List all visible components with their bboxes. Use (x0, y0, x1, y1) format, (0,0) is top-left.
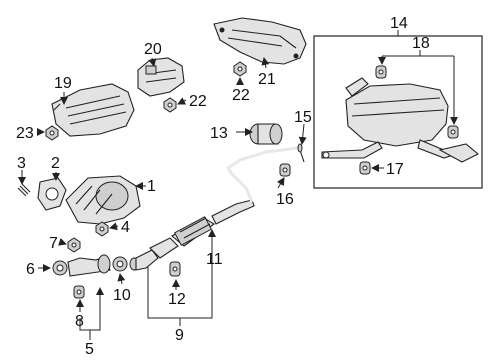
upper-heat-shield (137, 57, 185, 97)
label-4: 4 (121, 219, 130, 236)
catalytic-converter-1 (65, 175, 141, 225)
label-1: 1 (147, 178, 156, 195)
callout-labels: 1 2 3 4 5 6 7 8 9 10 11 12 13 14 15 16 1… (16, 15, 430, 358)
hanger-16-icon (279, 163, 291, 177)
label-9: 9 (175, 327, 184, 344)
catalytic-heat-shield (51, 83, 135, 137)
label-22a: 22 (189, 93, 207, 110)
intermediate-pipe-11 (225, 146, 299, 203)
leader-lines (18, 30, 458, 340)
label-23: 23 (16, 125, 34, 142)
label-2: 2 (51, 155, 60, 172)
gasket-10-icon (112, 256, 128, 272)
label-18: 18 (412, 35, 430, 52)
front-pipe-5 (67, 254, 111, 277)
label-5: 5 (85, 341, 94, 358)
label-19: 19 (54, 75, 72, 92)
label-3: 3 (17, 155, 26, 172)
label-11: 11 (206, 251, 223, 268)
label-13: 13 (210, 125, 228, 142)
label-17: 17 (386, 161, 404, 178)
label-15: 15 (294, 109, 312, 126)
hanger-18b-icon (447, 125, 459, 139)
gasket-15-icon (297, 143, 305, 163)
hanger-18a-icon (375, 65, 387, 79)
floor-heat-shield (213, 17, 307, 65)
label-21: 21 (258, 71, 276, 88)
label-6: 6 (26, 261, 35, 278)
label-12: 12 (168, 291, 186, 308)
label-14: 14 (390, 15, 408, 32)
label-16: 16 (276, 191, 294, 208)
clamp-13-icon (249, 123, 283, 145)
center-pipe-9 (129, 199, 255, 271)
stud-icon (17, 183, 31, 197)
hanger-17-icon (359, 161, 371, 175)
label-22b: 22 (232, 87, 250, 104)
nut-23-icon (45, 125, 59, 141)
hanger-8-icon (73, 285, 85, 299)
label-20: 20 (144, 41, 162, 58)
label-10: 10 (113, 287, 131, 304)
nut-22b-icon (233, 61, 247, 77)
label-8: 8 (75, 313, 84, 330)
nut-7-icon (67, 237, 81, 253)
nut-22-icon (163, 97, 177, 113)
label-7: 7 (49, 235, 58, 252)
gasket-2-icon (37, 177, 67, 211)
rear-muffler-14 (321, 77, 479, 163)
gasket-6-icon (52, 260, 68, 276)
hanger-12-icon (169, 261, 181, 277)
nut-4-icon (95, 221, 109, 237)
